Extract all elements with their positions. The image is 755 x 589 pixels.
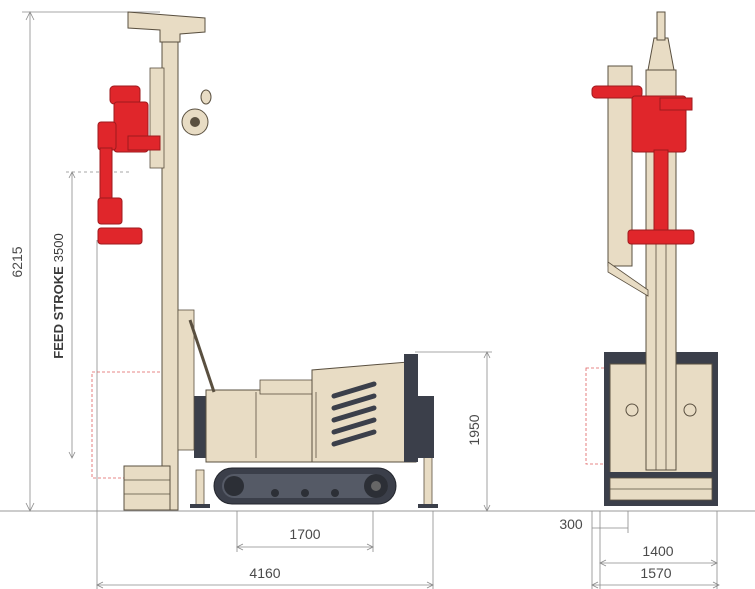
front-view-rig xyxy=(591,11,718,506)
feed-stroke-label: FEED STROKE 3500 xyxy=(51,233,66,358)
side-track xyxy=(213,467,397,505)
track-length-label: 1700 xyxy=(289,526,320,542)
total-height-label: 6215 xyxy=(9,246,25,277)
track-width-label: 1400 xyxy=(642,543,673,559)
feed-stroke-value: 3500 xyxy=(51,233,66,262)
engine-vent xyxy=(331,381,377,447)
total-width-label: 1570 xyxy=(640,565,671,581)
side-offset-label: 300 xyxy=(559,516,583,532)
dimension-lines xyxy=(22,11,720,589)
side-rotary-head xyxy=(97,85,161,245)
feed-stroke-text: FEED STROKE xyxy=(51,266,66,359)
total-length-label: 4160 xyxy=(249,565,280,581)
body-height-label: 1950 xyxy=(466,414,482,445)
front-rotary-head xyxy=(591,85,695,245)
side-view-rig xyxy=(97,11,438,511)
